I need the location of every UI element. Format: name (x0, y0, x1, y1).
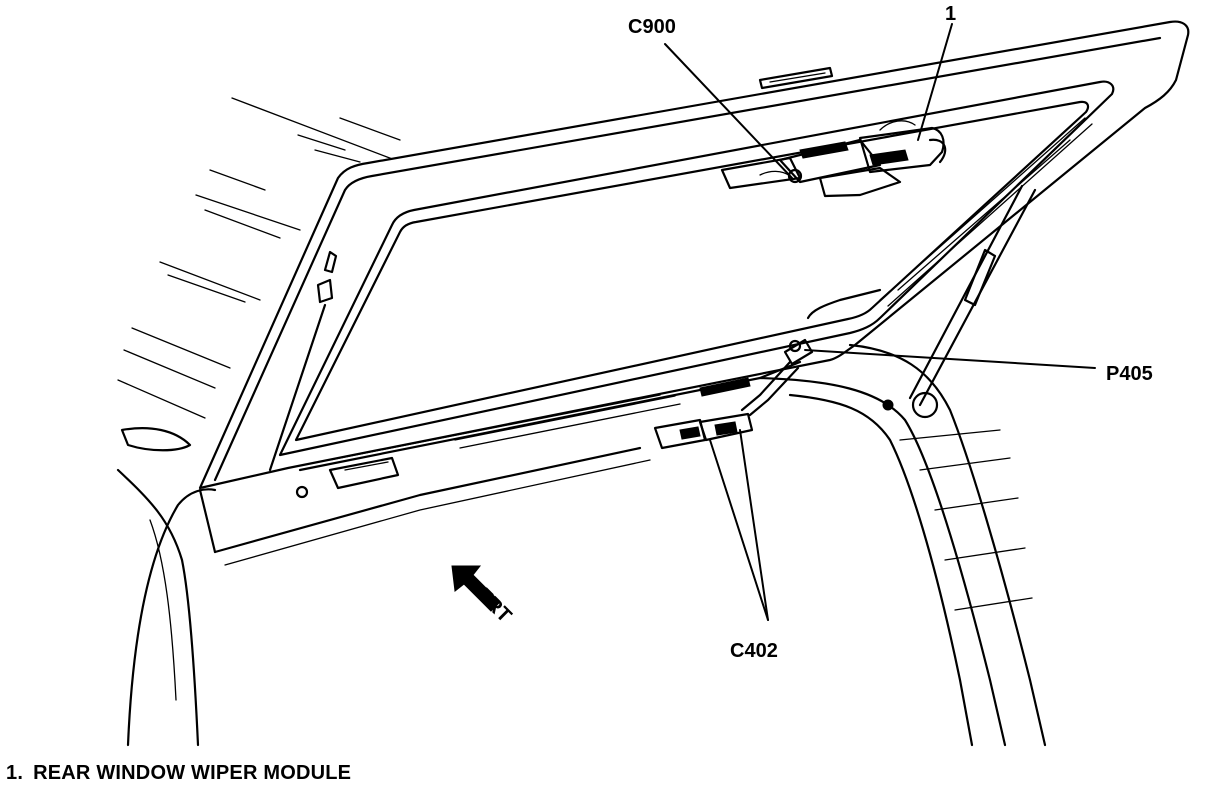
callout-c900: C900 (628, 16, 676, 38)
legend-item: 1. REAR WINDOW WIPER MODULE (6, 762, 351, 785)
liftgate-frame (198, 20, 1190, 490)
top-hinge (758, 66, 834, 90)
lower-harness (295, 360, 802, 499)
legend-item-number: 1. (6, 762, 24, 784)
callout-p405: P405 (1106, 363, 1153, 385)
body-left-side (116, 427, 217, 747)
p405-connector (740, 288, 882, 417)
latch-rod (268, 250, 338, 472)
leader-lines (664, 23, 1096, 621)
legend-item-text: REAR WINDOW WIPER MODULE (33, 762, 352, 784)
c402-connectors (653, 412, 754, 450)
front-direction-arrow: FRT (451, 565, 516, 627)
callout-item-1: 1 (945, 3, 956, 25)
legend: 1. REAR WINDOW WIPER MODULE (6, 762, 351, 785)
body-right-opening (758, 343, 1047, 747)
body-lower-sill (198, 446, 651, 566)
roof-hatching (117, 97, 401, 419)
callout-c402: C402 (730, 640, 778, 662)
